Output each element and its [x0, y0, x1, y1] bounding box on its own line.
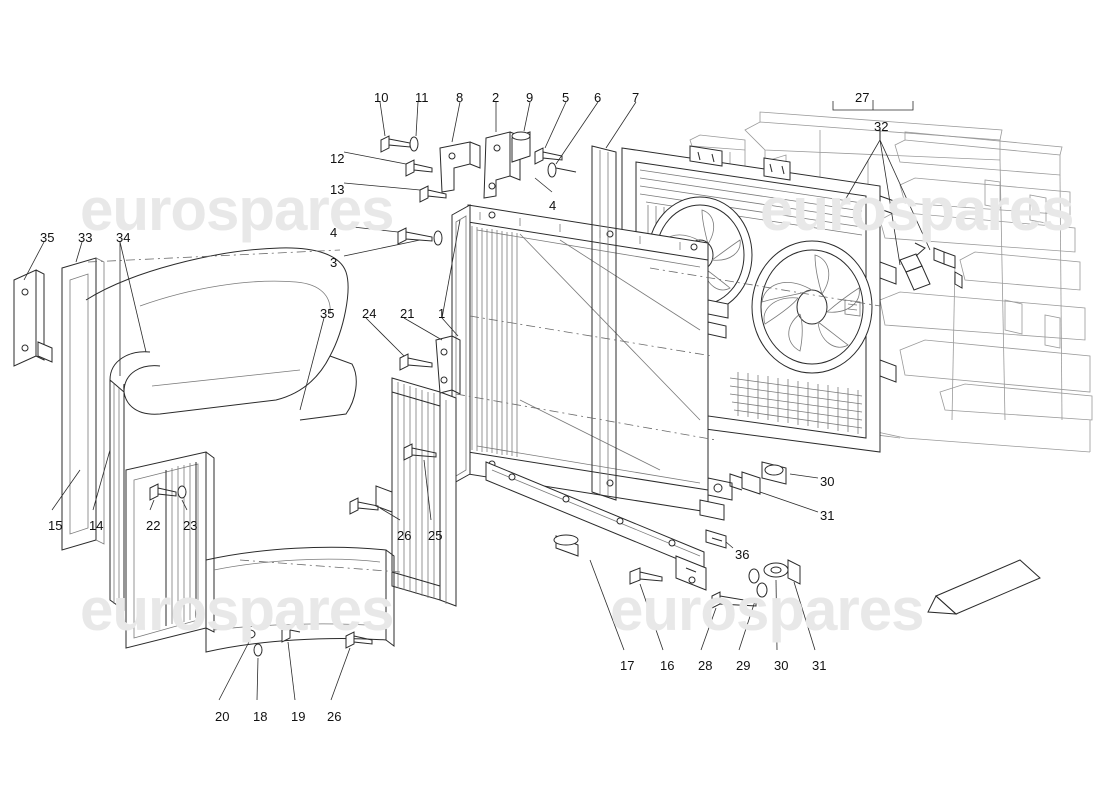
callout-number: 14: [89, 518, 104, 533]
callout-number: 15: [48, 518, 63, 533]
callout-number: 26: [397, 528, 412, 543]
callout-number: 11: [415, 90, 429, 105]
callout-number: 32: [874, 119, 889, 134]
callout-number: 3: [330, 255, 338, 270]
leader-lines-27-32: [832, 100, 931, 266]
callout-number: 22: [146, 518, 161, 533]
callout-number: 4: [549, 198, 557, 213]
callout-number: 6: [594, 90, 602, 105]
watermark: eurospares: [80, 176, 394, 243]
callout-number: 8: [456, 90, 464, 105]
callout-number: 10: [374, 90, 389, 105]
callout-number: 26: [327, 709, 342, 724]
callout-number: 28: [698, 658, 713, 673]
callout-number: 18: [253, 709, 268, 724]
callout-number: 7: [632, 90, 640, 105]
main-radiator: [467, 204, 733, 521]
callout-number: 27: [855, 90, 870, 105]
callout-number: 12: [330, 151, 345, 166]
callout-number: 20: [215, 709, 230, 724]
callout-number: 5: [562, 90, 570, 105]
callout-number: 19: [291, 709, 306, 724]
center-lines: [87, 249, 881, 573]
callout-number: 36: [735, 547, 750, 562]
callout-leaders: [23, 101, 819, 701]
watermark: eurospares: [760, 176, 1074, 243]
callout-number: 23: [183, 518, 198, 533]
callout-number: 16: [660, 658, 675, 673]
direction-arrow: [927, 559, 1041, 615]
callout-number: 4: [330, 225, 338, 240]
callout-number: 1: [438, 306, 446, 321]
callout-number: 30: [820, 474, 835, 489]
callout-number: 9: [526, 90, 534, 105]
callout-number: 25: [428, 528, 443, 543]
callout-number: 31: [812, 658, 827, 673]
air-duct-panels: [13, 247, 457, 653]
callout-number: 13: [330, 182, 345, 197]
callout-number: 34: [116, 230, 131, 245]
callout-number: 21: [400, 306, 415, 321]
fasteners: [149, 131, 801, 657]
callout-number: 30: [774, 658, 789, 673]
callout-number: 33: [78, 230, 93, 245]
callout-number: 35: [40, 230, 55, 245]
callout-number: 17: [620, 658, 635, 673]
cooling-fan-right: [751, 240, 873, 374]
watermark: eurospares: [80, 576, 394, 643]
watermark: eurospares: [610, 576, 924, 643]
fastener-group-32: [899, 242, 963, 291]
callout-number: 2: [492, 90, 500, 105]
mounting-rail: [485, 461, 707, 591]
callout-number: 31: [820, 508, 835, 523]
callout-number: 24: [362, 306, 377, 321]
callout-number: 29: [736, 658, 751, 673]
callout-number: 35: [320, 306, 335, 321]
